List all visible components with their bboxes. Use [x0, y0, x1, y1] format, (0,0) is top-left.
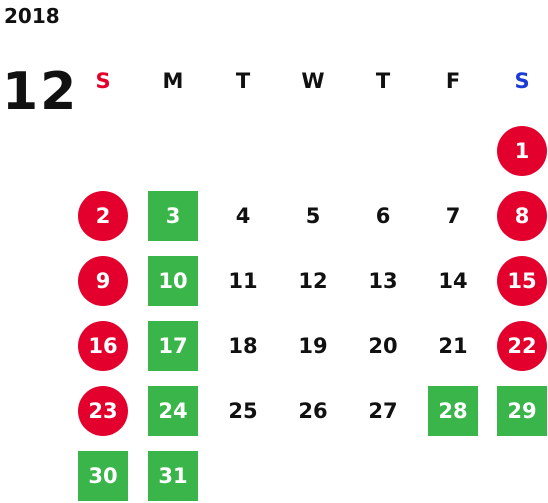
calendar-day-19: 19: [298, 334, 328, 358]
weekday-header-mon: M: [162, 69, 184, 93]
calendar-day-26: 26: [298, 399, 328, 423]
calendar-day-6: 6: [375, 204, 391, 228]
month-label: 12: [2, 62, 79, 122]
calendar-day-9: 9: [78, 256, 128, 306]
calendar-day-20: 20: [368, 334, 398, 358]
calendar-day-1: 1: [497, 126, 547, 176]
calendar-day-12: 12: [298, 269, 328, 293]
calendar-day-11: 11: [228, 269, 258, 293]
calendar-day-4: 4: [235, 204, 251, 228]
calendar-day-10: 10: [148, 256, 198, 306]
weekday-header-fri: F: [445, 69, 461, 93]
calendar-day-3: 3: [148, 191, 198, 241]
calendar-day-17: 17: [148, 321, 198, 371]
calendar-day-22: 22: [497, 321, 547, 371]
calendar-day-14: 14: [438, 269, 468, 293]
calendar-day-25: 25: [228, 399, 258, 423]
weekday-header-sun: S: [95, 69, 111, 93]
calendar-day-7: 7: [445, 204, 461, 228]
calendar-day-23: 23: [78, 386, 128, 436]
calendar-day-18: 18: [228, 334, 258, 358]
calendar-day-8: 8: [497, 191, 547, 241]
calendar-day-2: 2: [78, 191, 128, 241]
weekday-header-thu: T: [375, 69, 391, 93]
weekday-header-tue: T: [235, 69, 251, 93]
calendar-day-31: 31: [148, 451, 198, 501]
calendar-day-24: 24: [148, 386, 198, 436]
year-label: 2018: [4, 4, 60, 28]
weekday-header-sat: S: [514, 69, 530, 93]
calendar-day-28: 28: [428, 386, 478, 436]
calendar-day-5: 5: [305, 204, 321, 228]
calendar-day-13: 13: [368, 269, 398, 293]
calendar-day-29: 29: [497, 386, 547, 436]
calendar-day-21: 21: [438, 334, 468, 358]
calendar-day-27: 27: [368, 399, 398, 423]
calendar-day-15: 15: [497, 256, 547, 306]
calendar-day-30: 30: [78, 451, 128, 501]
calendar-day-16: 16: [78, 321, 128, 371]
weekday-header-wed: W: [301, 69, 325, 93]
